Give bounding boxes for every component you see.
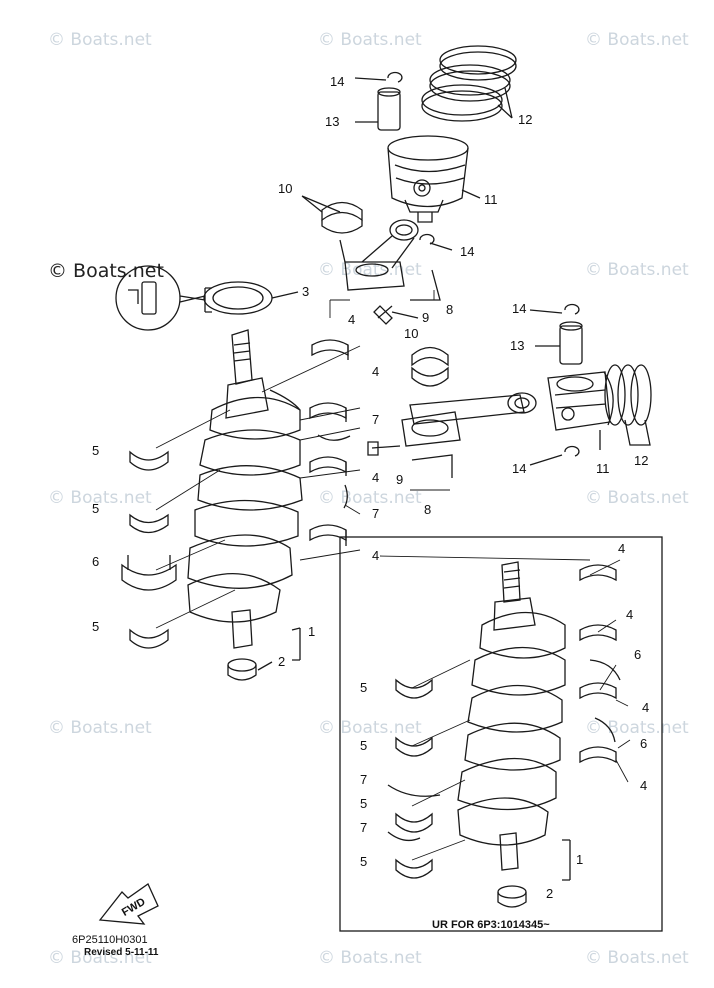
callout-2: 2 xyxy=(546,886,553,901)
main-bearings-4-inset xyxy=(579,564,617,764)
watermark: © Boats.net xyxy=(48,488,152,508)
callout-7: 7 xyxy=(360,772,367,787)
callout-5: 5 xyxy=(92,501,99,516)
inset-frame xyxy=(339,536,663,932)
callout-2: 2 xyxy=(278,654,285,669)
callout-4: 4 xyxy=(618,541,625,556)
callout-4: 4 xyxy=(348,312,355,327)
piston-top xyxy=(387,135,481,223)
circlip-lower-top xyxy=(419,233,453,251)
piston-mid xyxy=(547,371,614,450)
connecting-rod-mid xyxy=(401,392,537,478)
watermark: © Boats.net xyxy=(318,718,422,738)
bearing-halves-10-top xyxy=(301,195,363,234)
leader-lines xyxy=(155,290,631,861)
revision-note: Revised 5-11-11 xyxy=(84,947,159,958)
callout-4: 4 xyxy=(626,607,633,622)
main-bearings-5-inset xyxy=(395,678,433,879)
watermark: © Boats.net xyxy=(318,260,422,280)
oil-seal-3 xyxy=(203,281,299,315)
circlip-top xyxy=(354,71,403,83)
watermark: © Boats.net xyxy=(48,718,152,738)
watermark: © Boats.net xyxy=(585,30,689,50)
callout-7: 7 xyxy=(360,820,367,835)
callout-12: 12 xyxy=(518,112,532,127)
callout-4: 4 xyxy=(372,470,379,485)
callout-5: 5 xyxy=(360,796,367,811)
circlip-lower-mid xyxy=(529,445,580,466)
watermark: © Boats.net xyxy=(585,488,689,508)
bearing-halves-10-mid xyxy=(411,346,449,387)
crankshaft-main xyxy=(187,329,303,661)
callout-6: 6 xyxy=(92,554,99,569)
callout-4: 4 xyxy=(642,700,649,715)
callout-9: 9 xyxy=(422,310,429,325)
callout-4: 4 xyxy=(372,548,379,563)
callout-3: 3 xyxy=(302,284,309,299)
callout-5: 5 xyxy=(360,680,367,695)
callout-5: 5 xyxy=(360,738,367,753)
callout-12: 12 xyxy=(634,453,648,468)
callout-8: 8 xyxy=(424,502,431,517)
callout-6: 6 xyxy=(634,647,641,662)
callout-10: 10 xyxy=(278,181,292,196)
callout-7: 7 xyxy=(372,412,379,427)
callout-9: 9 xyxy=(396,472,403,487)
watermark: © Boats.net xyxy=(585,718,689,738)
inset-caption: UR FOR 6P3:1014345~ xyxy=(432,919,550,931)
watermark: © Boats.net xyxy=(48,948,152,968)
thrust-washers-7-inset xyxy=(387,784,441,842)
callout-8: 8 xyxy=(446,302,453,317)
piston-pin-mid xyxy=(535,321,583,365)
callout-7: 7 xyxy=(372,506,379,521)
callout-1: 1 xyxy=(576,852,583,867)
callout-14: 14 xyxy=(512,461,526,476)
bolt-9-mid xyxy=(367,441,401,456)
callout-5: 5 xyxy=(92,619,99,634)
callout-11: 11 xyxy=(484,192,498,207)
watermark: © Boats.net xyxy=(585,948,689,968)
callout-14: 14 xyxy=(460,244,474,259)
callout-5: 5 xyxy=(360,854,367,869)
thrust-washers-6-inset xyxy=(589,659,621,743)
callout-13: 13 xyxy=(510,338,524,353)
callout-14: 14 xyxy=(512,301,526,316)
connecting-rod-top xyxy=(339,219,441,301)
seal-detail-inset xyxy=(115,265,206,331)
piston-rings-top xyxy=(421,45,517,122)
callout-14: 14 xyxy=(330,74,344,89)
callout-13: 13 xyxy=(325,114,339,129)
callout-6: 6 xyxy=(640,736,647,751)
thrust-washer-2 xyxy=(227,658,273,681)
callout-10: 10 xyxy=(404,326,418,341)
callout-1: 1 xyxy=(308,624,315,639)
fwd-arrow-icon xyxy=(98,883,159,925)
thrust-washer-2-inset xyxy=(497,885,527,908)
crankshaft-inset xyxy=(457,561,571,881)
watermark: © Boats.net xyxy=(48,30,152,50)
watermark: © Boats.net xyxy=(585,260,689,280)
thrust-bearing-6-left xyxy=(121,555,177,591)
piston-rings-mid xyxy=(604,364,652,446)
watermark: © Boats.net xyxy=(318,488,422,508)
part-code: 6P25110H0301 xyxy=(72,934,148,946)
piston-pin-top xyxy=(355,87,401,131)
thrust-washers-7-left xyxy=(317,434,351,509)
fwd-label: FWD xyxy=(120,896,148,919)
main-bearings-4-left xyxy=(309,339,349,546)
main-bearings-5-left xyxy=(129,450,169,649)
callout-5: 5 xyxy=(92,443,99,458)
callout-4: 4 xyxy=(372,364,379,379)
callout-4: 4 xyxy=(640,778,647,793)
watermark: © Boats.net xyxy=(318,948,422,968)
watermark-prominent: © Boats.net xyxy=(48,260,164,282)
circlip-mid xyxy=(529,303,580,315)
bolt-9-top xyxy=(373,305,419,325)
callout-11: 11 xyxy=(596,461,610,476)
watermark: © Boats.net xyxy=(318,30,422,50)
